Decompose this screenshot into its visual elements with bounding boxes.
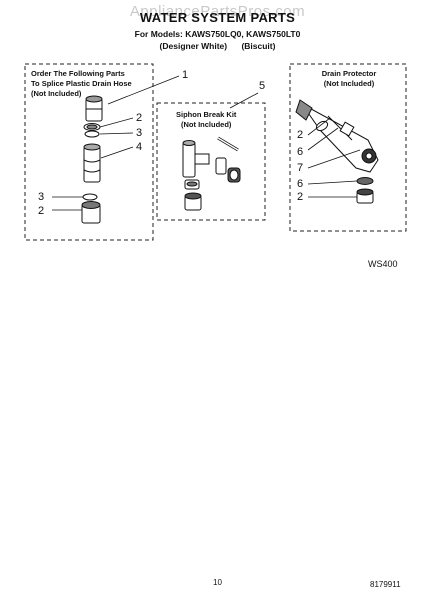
model-variants: (Designer White) (Biscuit) — [0, 41, 435, 51]
callout-left-3a: 3 — [136, 127, 143, 139]
model-list: For Models: KAWS750LQ0, KAWS750LT0 — [134, 29, 301, 39]
watermark: AppliancePartsPros.com — [129, 3, 306, 20]
left-leader-lines — [52, 75, 180, 211]
siphon-box-title: Siphon Break Kit (Not Included) — [176, 110, 236, 130]
protector-box-title: Drain Protector (Not Included) — [314, 69, 384, 89]
siphon-clamp — [184, 179, 200, 190]
siphon-tee — [182, 140, 210, 178]
callout-right-6b: 6 — [297, 178, 304, 190]
part-2-clamp-upper — [83, 123, 101, 131]
splice-title-line1: Order The Following Parts — [31, 69, 125, 78]
callout-right-6a: 6 — [297, 146, 304, 158]
protector-box-frame — [289, 63, 407, 232]
siphon-fittings — [215, 157, 241, 183]
protector-title-line2: (Not Included) — [323, 79, 375, 88]
part-2-clamp-lower — [81, 201, 101, 224]
protector-body — [295, 99, 379, 173]
siphon-leader-5 — [229, 92, 259, 109]
splice-title-line2: To Splice Plastic Drain Hose — [31, 79, 132, 88]
callout-5: 5 — [259, 80, 266, 92]
diagram-code: WS400 — [368, 259, 398, 269]
callout-left-2a: 2 — [136, 112, 143, 124]
callout-left-3b: 3 — [38, 191, 45, 203]
callout-left-2b: 2 — [38, 205, 45, 217]
siphon-hose — [217, 136, 239, 152]
splice-title-line3: (Not Included) — [31, 89, 82, 98]
splice-box-frame — [24, 63, 154, 241]
siphon-cap — [184, 192, 202, 211]
variant-biscuit: (Biscuit) — [241, 41, 276, 51]
callout-right-2b: 2 — [297, 191, 304, 203]
variant-designer-white: (Designer White) — [159, 41, 228, 51]
part-3-ring-lower — [82, 193, 98, 201]
protector-clamp-lower — [356, 177, 374, 204]
part-3-ring-upper — [84, 130, 100, 138]
part-4-coupling — [83, 143, 101, 183]
part-1-adapter — [85, 95, 103, 122]
callout-right-7: 7 — [297, 162, 304, 174]
right-leader-lines — [307, 117, 361, 198]
siphon-title-line1: Siphon Break Kit — [176, 110, 237, 119]
page-number: 10 — [213, 578, 222, 587]
splice-box-title: Order The Following Parts To Splice Plas… — [31, 69, 132, 99]
part-number: 8179911 — [370, 580, 401, 589]
siphon-title-line2: (Not Included) — [181, 120, 232, 129]
protector-title-line1: Drain Protector — [321, 69, 377, 78]
callout-left-4: 4 — [136, 141, 143, 153]
callout-1: 1 — [182, 69, 189, 81]
callout-right-2a: 2 — [297, 129, 304, 141]
protector-ring — [315, 120, 329, 132]
page-title: WATER SYSTEM PARTS — [139, 10, 296, 25]
